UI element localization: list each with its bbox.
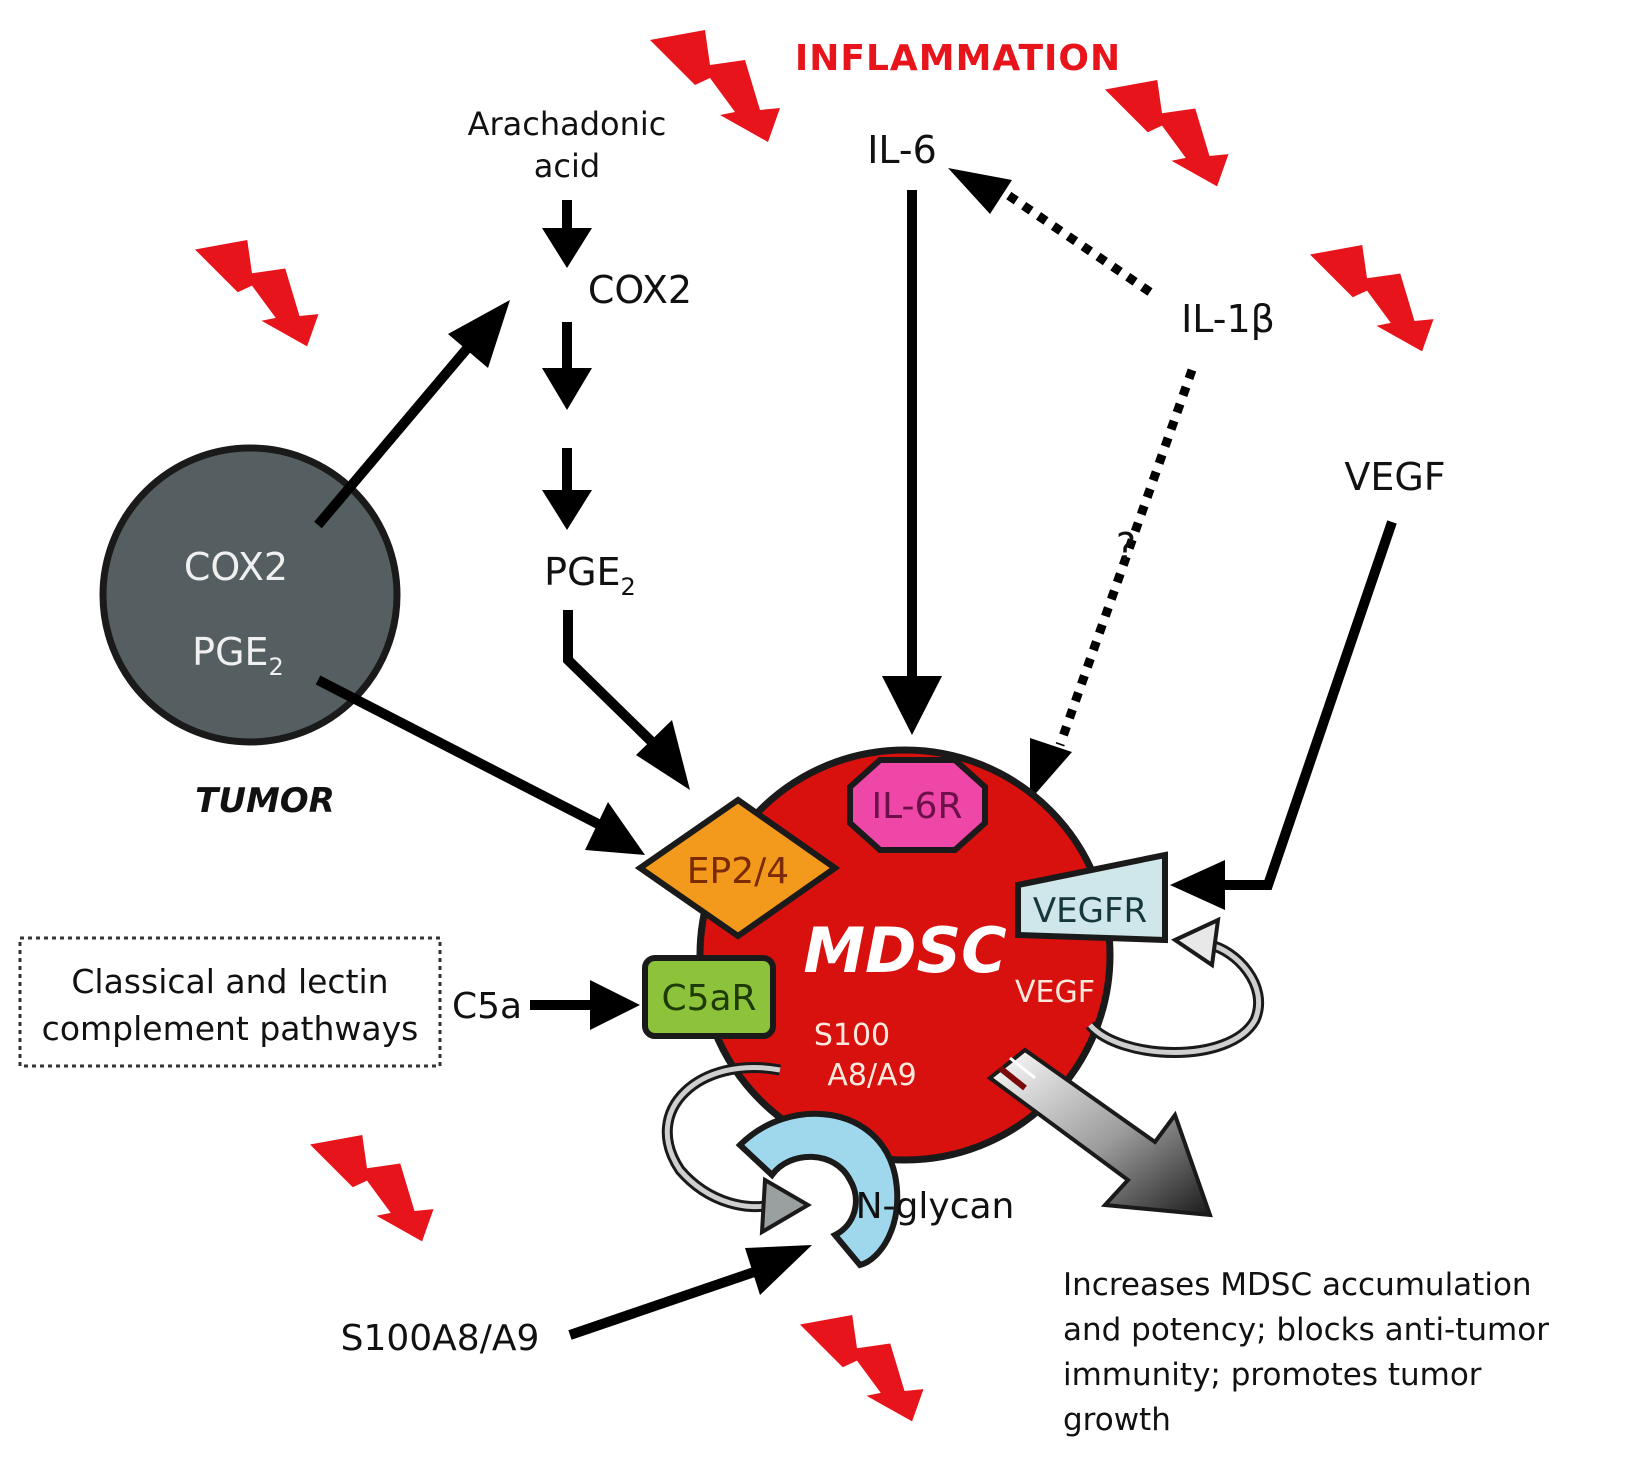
complement-label-line2: complement pathways <box>42 1009 419 1048</box>
cox2-label: COX2 <box>588 268 692 312</box>
arachidonic-acid-label-line2: acid <box>534 147 600 185</box>
inflammation-label: INFLAMMATION <box>795 38 1121 79</box>
vegfr-receptor <box>1015 851 1168 944</box>
cell-s100-label-line1: S100 <box>814 1018 890 1053</box>
lightning-bolts <box>195 30 1434 1422</box>
outcome-arrow <box>986 1047 1213 1218</box>
pge2-label: PGE2 <box>544 550 636 601</box>
arrow-il6-to-il6r <box>882 190 942 735</box>
ep24-receptor <box>634 796 841 940</box>
c5ar-receptor <box>642 955 776 1039</box>
lightning-icon <box>1105 80 1229 187</box>
outcome-text-line2: and potency; blocks anti-tumor <box>1063 1312 1549 1348</box>
arrow-tumor-to-cox2 <box>314 300 510 529</box>
arrow-cox2-to-pge2-2 <box>542 448 592 530</box>
tumor-label: TUMOR <box>195 781 335 821</box>
arrow-il1b-to-il6-dotted <box>948 168 1153 296</box>
question-mark: ? <box>1116 525 1136 569</box>
nglycan-receptor <box>735 1110 901 1269</box>
s100-autocrine-arrow <box>662 1062 812 1236</box>
arachidonic-acid-label-line1: Arachadonic <box>468 105 667 143</box>
c5ar-label: C5aR <box>661 978 756 1019</box>
il1b-label: IL-1β <box>1181 297 1275 341</box>
arrow-vegf-to-vegfr <box>1170 520 1397 910</box>
tumor-cox2-label: COX2 <box>184 545 288 589</box>
arrow-s100-to-nglycan <box>568 1245 812 1340</box>
complement-pathways-box <box>18 936 442 1068</box>
arrow-il1b-to-mdsc-dotted <box>1030 368 1197 800</box>
s100a8a9-label: S100A8/A9 <box>341 1318 540 1359</box>
tumor-pge2-label: PGE2 <box>192 630 284 681</box>
vegfr-label: VEGFR <box>1033 891 1147 931</box>
arrow-cox2-to-pge2-1 <box>542 322 592 410</box>
ep24-label: EP2/4 <box>687 851 789 892</box>
outcome-text-line1: Increases MDSC accumulation <box>1063 1267 1532 1303</box>
lightning-icon <box>195 240 319 347</box>
lightning-icon <box>650 30 780 142</box>
lightning-icon <box>310 1135 434 1242</box>
c5a-label: C5a <box>452 986 522 1027</box>
arrow-tumor-to-ep24 <box>315 675 645 855</box>
lightning-icon <box>1310 245 1434 352</box>
outcome-text-line3: immunity; promotes tumor <box>1063 1357 1482 1393</box>
mdsc-label: MDSC <box>803 914 1006 987</box>
il6-label: IL-6 <box>867 128 937 172</box>
lightning-icon <box>800 1315 924 1422</box>
vegf-autocrine-arrow <box>1085 916 1265 1058</box>
outcome-text-line4: growth <box>1063 1402 1171 1438</box>
cell-vegf-label: VEGF <box>1015 975 1095 1010</box>
arrow-pge2-to-ep24 <box>563 610 690 790</box>
nglycan-label: N-glycan <box>856 1186 1015 1227</box>
vegf-label: VEGF <box>1344 455 1445 499</box>
complement-label-line1: Classical and lectin <box>71 962 388 1001</box>
arrow-c5a-to-c5ar <box>530 980 640 1030</box>
cell-s100-label-line2: A8/A9 <box>827 1058 916 1093</box>
il6r-label: IL-6R <box>872 786 963 827</box>
arrow-arachidonic-to-cox2 <box>542 200 592 268</box>
il6r-receptor <box>847 757 988 853</box>
